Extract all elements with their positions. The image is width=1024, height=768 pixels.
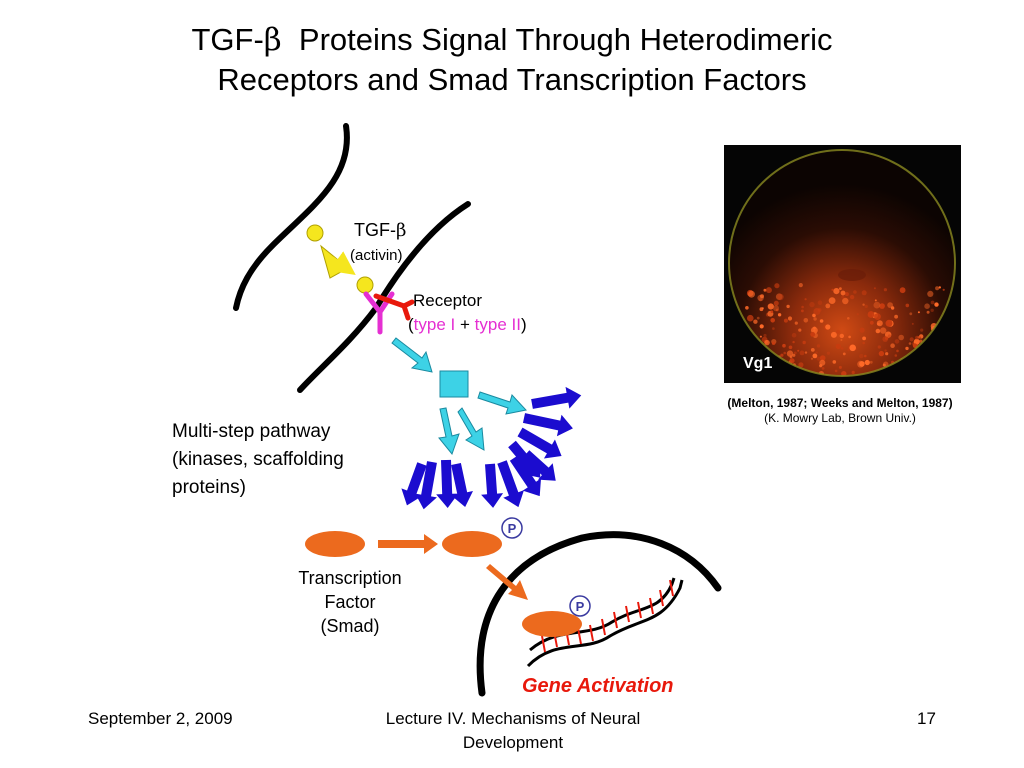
phosphate-badge [501, 517, 523, 539]
cascade-arrow [522, 450, 556, 481]
vg1-embryo-photo: Vg1 [724, 145, 961, 383]
type-ii-receptor [363, 291, 395, 335]
tf-label-line-2: Factor [324, 592, 375, 612]
gene-activation-label: Gene Activation [522, 675, 674, 697]
type-i-receptor [373, 293, 415, 321]
cell-membrane-left [233, 123, 350, 311]
cyan-arrow [438, 407, 460, 456]
cascade-arrow [508, 440, 541, 478]
cascade-arrow [481, 463, 504, 508]
receptor-label: Receptor [413, 291, 482, 310]
nuclear-membrane [476, 531, 722, 697]
receptor-to-kinase-arrow [391, 337, 433, 373]
cascade-arrow [451, 462, 473, 508]
ligand-circle [306, 224, 324, 242]
cascade-arrow [497, 460, 524, 508]
vg1-label: Vg1 [743, 355, 773, 372]
phosphate-badge-dna [569, 595, 591, 617]
tf-label-line-1: Transcription [298, 568, 401, 588]
smad-inactive [305, 531, 365, 557]
tgf-label: TGF-β [354, 220, 406, 241]
citation-line: (Melton, 1987; Weeks and Melton, 1987) [727, 396, 953, 410]
multistep-pathway-note: Multi-step pathway (kinases, scaffolding… [172, 421, 344, 498]
footer-page-number: 17 [917, 709, 936, 728]
bound-ligand [356, 276, 374, 294]
footer-lecture-title: Lecture IV. Mechanisms of Neural Develop… [385, 709, 641, 752]
receptor-types-label: (type I + type II) [408, 315, 527, 334]
activin-label: (activin) [350, 247, 403, 264]
cascade-arrow [517, 427, 562, 459]
beta-symbol: β [263, 22, 282, 58]
smad-on-dna [522, 611, 582, 637]
slide-title: TGF-β Proteins Signal Through Heterodime… [0, 20, 1024, 100]
cascade-arrow [522, 413, 573, 437]
smad-activation-arrow [378, 534, 438, 554]
cyan-arrow [477, 391, 527, 415]
smad-phosphorylated [442, 531, 502, 557]
cascade-arrow [415, 461, 437, 510]
title-line-2: Receptors and Smad Transcription Factors [217, 62, 807, 97]
phosphate-label-dna: P [576, 599, 585, 614]
cyan-signal-arrows [438, 391, 527, 456]
lab-credit-line: (K. Mowry Lab, Brown Univ.) [764, 411, 916, 425]
ligand-approach-arrow [329, 251, 356, 275]
kinase-cascade-arrows [401, 386, 582, 510]
footer-date: September 2, 2009 [88, 709, 233, 728]
title-line-1: TGF-β Proteins Signal Through Heterodime… [191, 22, 833, 58]
tgf-beta-pathway-diagram: TGF-β (activin) Receptor (type I + type … [233, 123, 722, 697]
tf-label-line-3: (Smad) [320, 616, 379, 636]
phosphate-label: P [508, 521, 517, 536]
cyan-arrow [457, 407, 485, 451]
cascade-arrow [531, 386, 582, 409]
cascade-arrow [401, 462, 427, 506]
embryo-image [728, 149, 956, 377]
cascade-arrow [509, 455, 542, 497]
kinase-square [439, 370, 469, 398]
smad-nuclear-entry-arrow [486, 564, 528, 600]
